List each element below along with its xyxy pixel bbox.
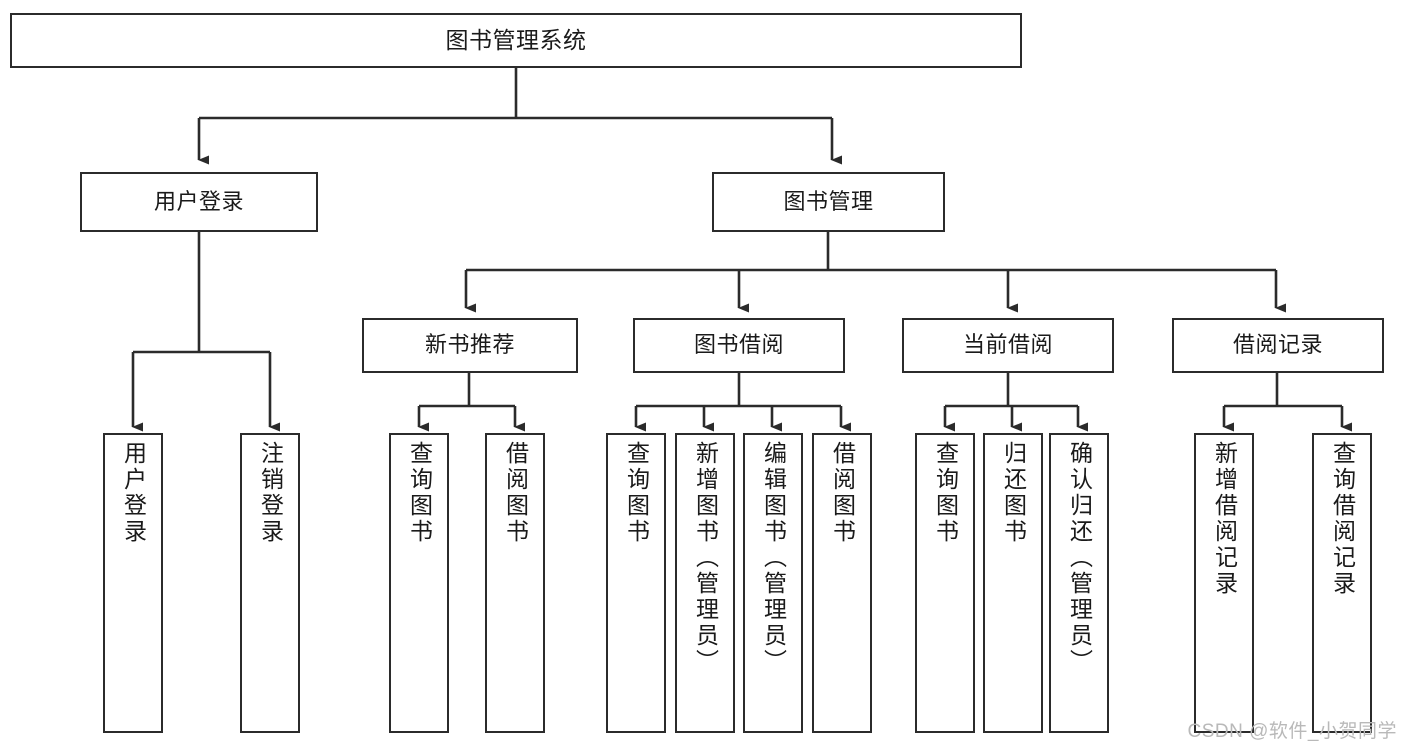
- node-leaf-confirm-return[interactable]: 确认归还（管理员）: [1049, 433, 1109, 733]
- node-user-login[interactable]: 用户登录: [80, 172, 318, 232]
- node-leaf-query-book-1-label: 查询图书: [406, 441, 433, 545]
- node-borrow-record-label: 借阅记录: [1232, 332, 1323, 358]
- node-book-borrow-label: 图书借阅: [693, 332, 784, 358]
- node-book-manage-label: 图书管理: [783, 188, 874, 214]
- node-leaf-edit-book-label: 编辑图书（管理员）: [760, 441, 787, 675]
- node-borrow-record[interactable]: 借阅记录: [1172, 318, 1384, 373]
- node-leaf-borrow-book-1-label: 借阅图书: [502, 441, 529, 545]
- node-leaf-query-record[interactable]: 查询借阅记录: [1312, 433, 1372, 733]
- node-user-login-label: 用户登录: [153, 188, 244, 214]
- node-leaf-add-book[interactable]: 新增图书（管理员）: [675, 433, 735, 733]
- node-leaf-add-record[interactable]: 新增借阅记录: [1194, 433, 1254, 733]
- node-leaf-add-record-label: 新增借阅记录: [1211, 441, 1238, 597]
- node-book-borrow[interactable]: 图书借阅: [633, 318, 845, 373]
- node-leaf-query-book-3[interactable]: 查询图书: [915, 433, 975, 733]
- node-leaf-query-book-1[interactable]: 查询图书: [389, 433, 449, 733]
- node-current-borrow[interactable]: 当前借阅: [902, 318, 1114, 373]
- node-leaf-edit-book[interactable]: 编辑图书（管理员）: [743, 433, 803, 733]
- node-leaf-user-logout-label: 注销登录: [257, 441, 284, 545]
- node-leaf-user-login-label: 用户登录: [120, 441, 147, 545]
- node-leaf-borrow-book-1[interactable]: 借阅图书: [485, 433, 545, 733]
- node-leaf-query-book-2[interactable]: 查询图书: [606, 433, 666, 733]
- node-leaf-return-book-label: 归还图书: [1000, 441, 1027, 545]
- node-root-system[interactable]: 图书管理系统: [10, 13, 1022, 68]
- node-new-book-recommend-label: 新书推荐: [424, 332, 515, 358]
- node-leaf-query-record-label: 查询借阅记录: [1329, 441, 1356, 597]
- node-leaf-confirm-return-label: 确认归还（管理员）: [1066, 441, 1093, 675]
- node-leaf-borrow-book-2[interactable]: 借阅图书: [812, 433, 872, 733]
- node-book-manage[interactable]: 图书管理: [712, 172, 945, 232]
- node-leaf-return-book[interactable]: 归还图书: [983, 433, 1043, 733]
- node-leaf-user-logout[interactable]: 注销登录: [240, 433, 300, 733]
- node-root-system-label: 图书管理系统: [445, 26, 587, 53]
- node-current-borrow-label: 当前借阅: [962, 332, 1053, 358]
- node-leaf-query-book-3-label: 查询图书: [932, 441, 959, 545]
- node-new-book-recommend[interactable]: 新书推荐: [362, 318, 578, 373]
- node-leaf-add-book-label: 新增图书（管理员）: [692, 441, 719, 675]
- node-leaf-borrow-book-2-label: 借阅图书: [829, 441, 856, 545]
- node-leaf-user-login[interactable]: 用户登录: [103, 433, 163, 733]
- node-leaf-query-book-2-label: 查询图书: [623, 441, 650, 545]
